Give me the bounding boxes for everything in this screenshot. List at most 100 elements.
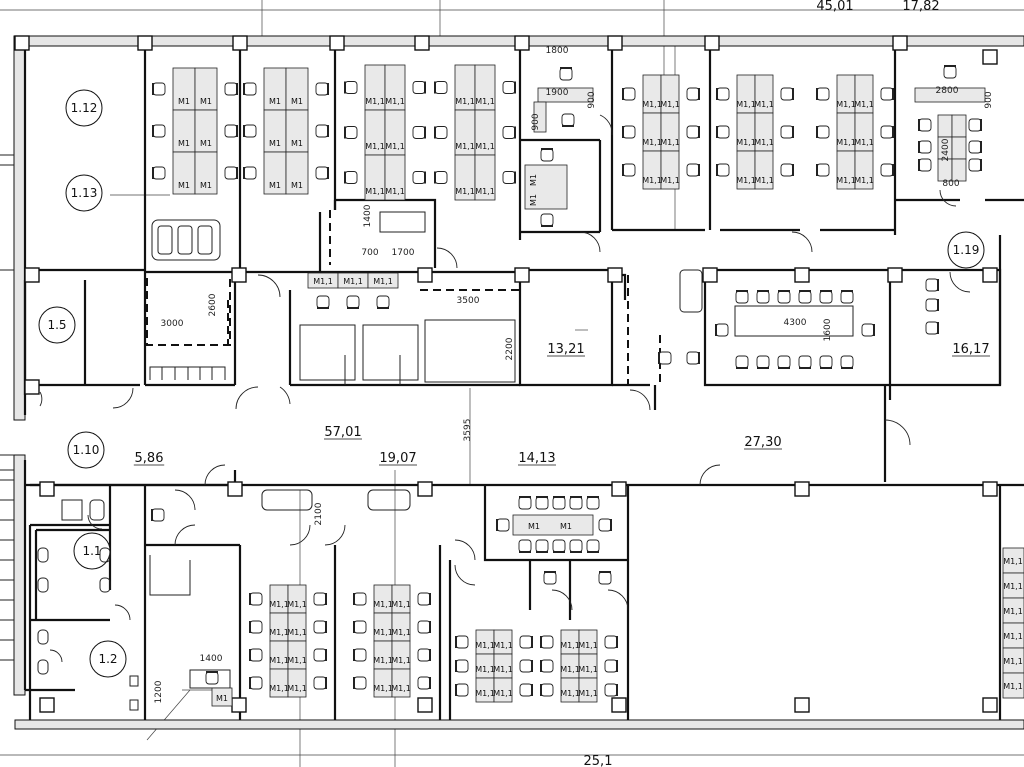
area-label: 14,13 [518,451,555,466]
room-markers: 1.121.131.51.101.11.21.19 [38,89,985,678]
desk-label: M1,1 [660,100,680,109]
chair [604,683,618,697]
chair [417,648,431,662]
chair [224,166,238,180]
chair [540,148,554,162]
column [231,697,247,713]
chair [353,620,367,634]
chair [686,351,700,365]
chair [968,140,982,154]
desk-label: M1 [200,139,212,148]
chair [819,290,833,304]
chair [559,67,573,81]
room-id-label: 1.12 [71,101,98,115]
room-id-label: 1.19 [953,243,980,257]
chair [816,87,830,101]
column [514,35,530,51]
desk-label: M1,1 [391,684,411,693]
area-label: 25,1 [584,754,613,767]
chair [686,163,700,177]
column [329,35,345,51]
svg-text:M1,1: M1,1 [373,277,393,286]
desk-label: M1,1 [836,138,856,147]
area-label: 57,01 [324,425,361,440]
chair [152,166,166,180]
room-id-label: 1.10 [73,443,100,457]
desk-label: M1,1 [391,628,411,637]
room-marker-circle [38,306,76,344]
desk-label: M1,1 [287,684,307,693]
desk-block: M1,1M1,1M1,1M1,1M1,1M1,1M1,1M1,1 [269,584,307,698]
chair [777,355,791,369]
area-label: 45,01 [816,0,853,14]
chair [880,125,894,139]
chair [918,140,932,154]
column [702,267,718,283]
column [14,35,30,51]
svg-text:M1: M1 [216,694,228,703]
chair [455,659,469,673]
chair [777,290,791,304]
desk-label: M1 [178,139,190,148]
desk-label: M1,1 [660,176,680,185]
doors [39,114,971,663]
dimension-label: 900 [531,113,541,130]
area-label: 13,21 [547,342,584,357]
desk-label: M1,1 [560,641,580,650]
chair [756,355,770,369]
dimension-label: 1400 [200,654,223,664]
room-id-label: 1.5 [47,318,66,332]
dimension-label: 3500 [457,296,480,306]
desk-label: M1,1 [560,665,580,674]
chair [313,592,327,606]
chair [735,355,749,369]
svg-text:M1,1: M1,1 [343,277,363,286]
desk-label: M1,1 [269,656,289,665]
desk [854,150,874,190]
chair [540,213,554,227]
chair [249,676,263,690]
column [232,35,248,51]
desk-label: M1,1 [269,628,289,637]
chair [658,351,672,365]
chair [604,659,618,673]
desk-label: M1,1 [287,600,307,609]
chair [502,126,516,139]
chair [918,158,932,172]
chair [412,81,426,94]
chair [686,87,700,101]
svg-text:M1,1: M1,1 [1003,607,1023,616]
dimension-label: 3595 [463,419,473,442]
column [794,697,810,713]
desk-label: M1,1 [269,600,289,609]
meeting-table [734,305,854,337]
chair [586,496,600,510]
dimension-label: 900 [984,91,994,108]
column [704,35,720,51]
chair [780,87,794,101]
room-marker-circle [65,89,103,127]
svg-text:M1,1: M1,1 [1003,657,1023,666]
desk [384,154,406,201]
desk-label: M1,1 [455,142,475,151]
chair [313,676,327,690]
chair [569,496,583,510]
dimension-label: 1600 [823,318,833,341]
dimension-label: 1200 [154,680,164,703]
svg-text:M1: M1 [528,522,540,531]
chair [344,126,358,139]
chair [780,125,794,139]
column [892,35,908,51]
desk-label: M1 [269,139,281,148]
desk-label: M1,1 [560,689,580,698]
svg-text:M1: M1 [529,194,538,206]
column [607,267,623,283]
chair [224,124,238,138]
chair [552,539,566,553]
chair [455,683,469,697]
chair [552,496,566,510]
chair [434,81,448,94]
